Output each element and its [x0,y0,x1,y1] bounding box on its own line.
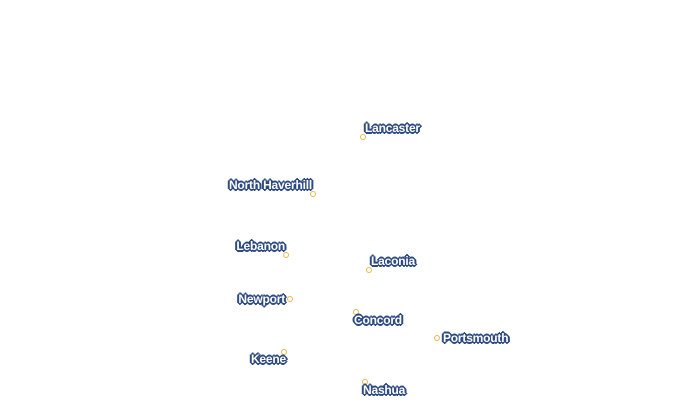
city-label-portsmouth: Portsmouth [443,331,509,345]
city-dot-icon [310,191,316,197]
city-label-laconia: Laconia [371,254,415,268]
city-dot-icon [434,335,440,341]
city-dot-icon [283,252,289,258]
city-label-north-haverhill: North Haverhill [228,178,312,192]
city-label-concord: Concord [354,313,402,327]
city-label-newport: Newport [238,292,285,306]
city-dot-icon [281,349,287,355]
city-dot-icon [353,309,359,315]
city-dot-icon [287,296,293,302]
city-label-lebanon: Lebanon [236,239,285,253]
city-dot-icon [366,267,372,273]
city-dot-icon [362,379,368,385]
city-dot-icon [360,134,366,140]
city-label-keene: Keene [250,352,286,366]
city-label-nashua: Nashua [363,383,406,397]
city-label-lancaster: Lancaster [365,121,420,135]
